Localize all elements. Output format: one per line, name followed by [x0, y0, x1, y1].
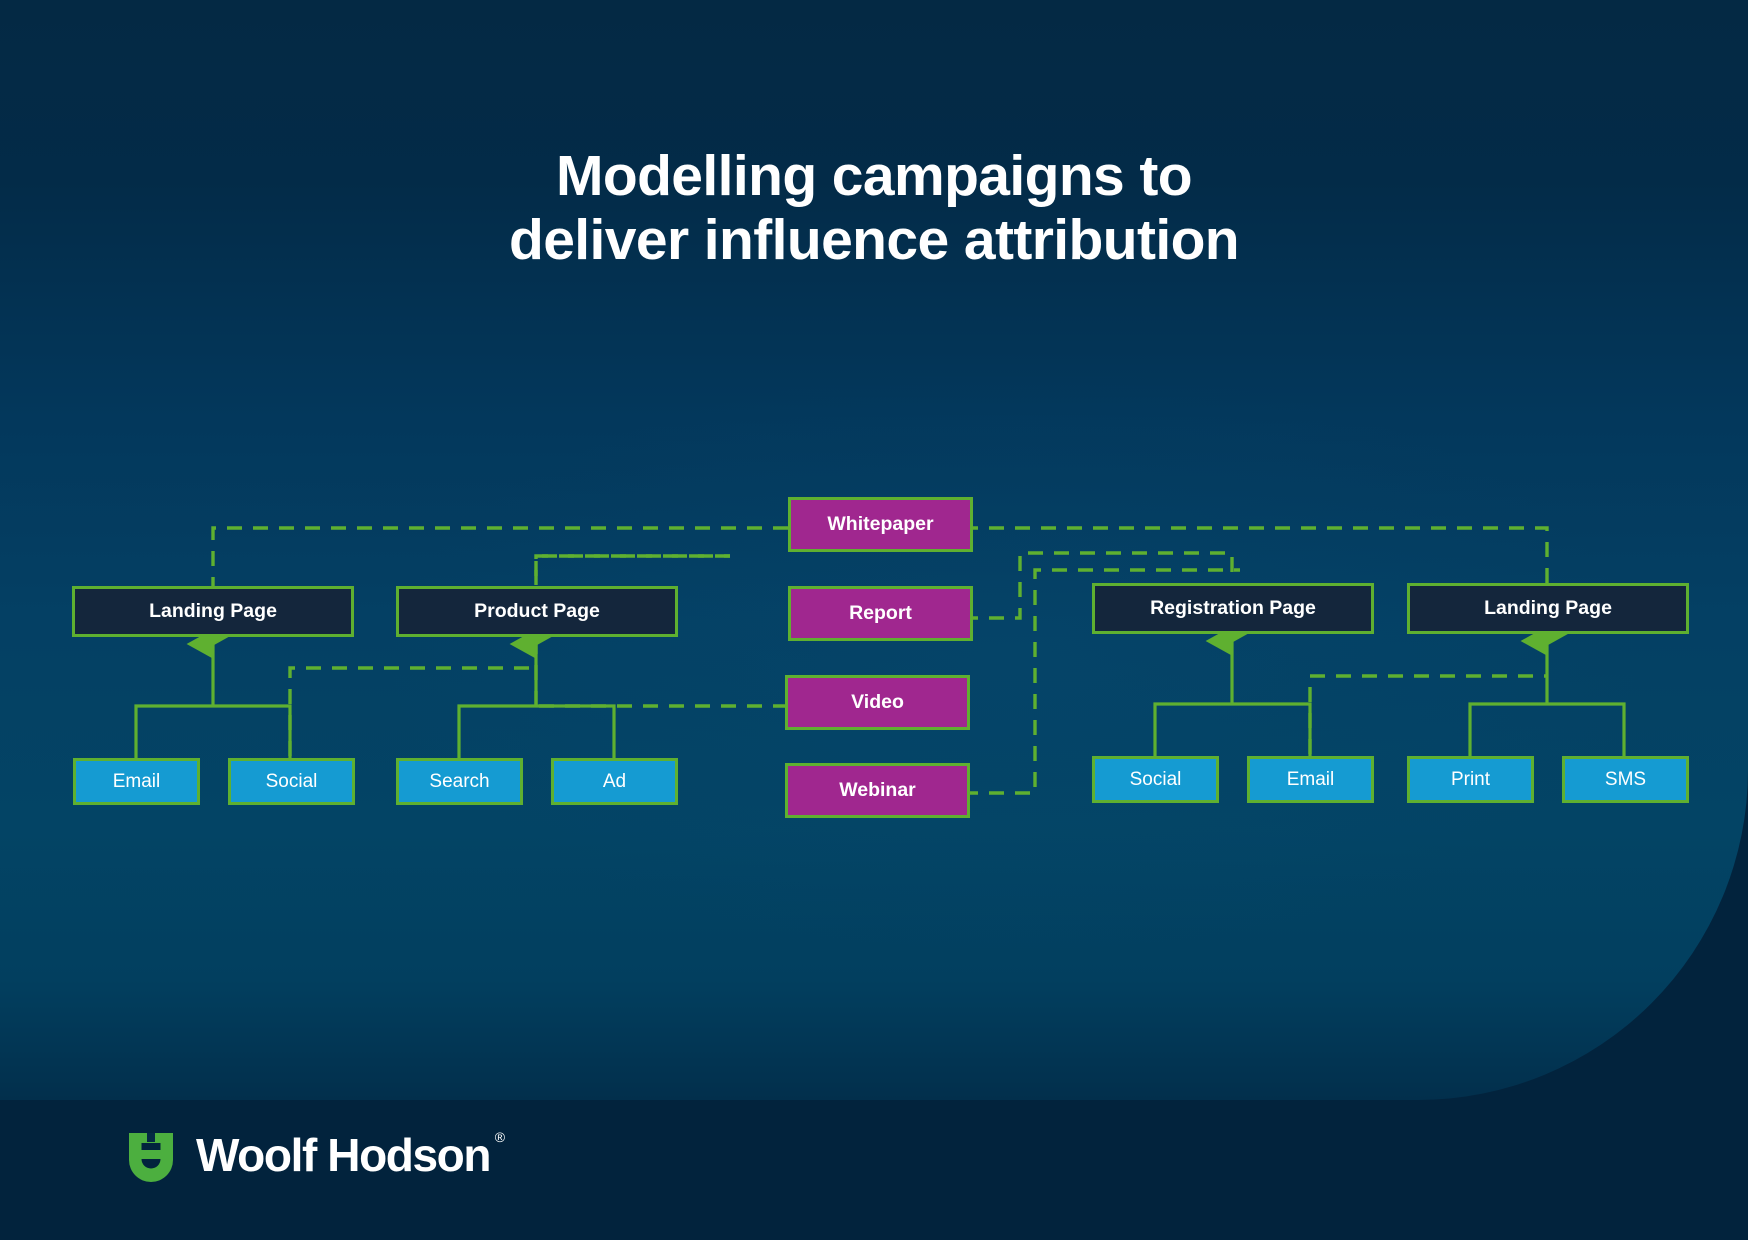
node-label: Email — [112, 770, 161, 792]
node-registration-page[interactable]: Registration Page — [1092, 583, 1374, 634]
node-label: Print — [1450, 768, 1491, 790]
node-label: Video — [851, 691, 904, 713]
node-label: Report — [849, 602, 912, 624]
node-label: Webinar — [839, 779, 916, 801]
node-label: Landing Page — [149, 600, 277, 622]
node-whitepaper[interactable]: Whitepaper — [788, 497, 973, 552]
registered-mark: ® — [494, 1129, 506, 1145]
title-line-2: deliver influence attribution — [508, 208, 1240, 273]
title-line-1: Modelling campaigns to — [555, 144, 1193, 208]
node-channel-ad[interactable]: Ad — [551, 758, 678, 805]
node-report[interactable]: Report — [788, 586, 973, 641]
node-channel-email-1[interactable]: Email — [73, 758, 200, 805]
brand-name-text: Woolf Hodson — [196, 1129, 491, 1181]
node-label: Product Page — [474, 600, 600, 622]
footer-bar — [0, 1100, 1748, 1240]
node-channel-email-2[interactable]: Email — [1247, 756, 1374, 803]
node-channel-social-1[interactable]: Social — [228, 758, 355, 805]
node-label: Search — [429, 770, 490, 792]
woolf-hodson-monogram-icon — [129, 1133, 173, 1182]
node-label: SMS — [1604, 768, 1647, 790]
brand-wordmark: Woolf Hodson® — [196, 1129, 505, 1181]
node-label: Whitepaper — [827, 513, 934, 535]
node-channel-social-2[interactable]: Social — [1092, 756, 1219, 803]
node-label: Registration Page — [1150, 597, 1316, 619]
page-title: Modelling campaigns to deliver influence… — [0, 144, 1748, 273]
node-video[interactable]: Video — [785, 675, 970, 730]
node-label: Social — [1129, 768, 1182, 790]
node-label: Social — [265, 770, 318, 792]
node-channel-search[interactable]: Search — [396, 758, 523, 805]
node-webinar[interactable]: Webinar — [785, 763, 970, 818]
brand-logo: Woolf Hodson® — [123, 1127, 505, 1183]
dashed-connectors — [211, 526, 1576, 795]
node-channel-print[interactable]: Print — [1407, 756, 1534, 803]
node-landing-page-2[interactable]: Landing Page — [1407, 583, 1689, 634]
node-label: Landing Page — [1484, 597, 1612, 619]
node-label: Ad — [602, 770, 627, 792]
node-channel-sms[interactable]: SMS — [1562, 756, 1689, 803]
node-label: Email — [1286, 768, 1335, 790]
node-landing-page-1[interactable]: Landing Page — [72, 586, 354, 637]
node-product-page[interactable]: Product Page — [396, 586, 678, 637]
